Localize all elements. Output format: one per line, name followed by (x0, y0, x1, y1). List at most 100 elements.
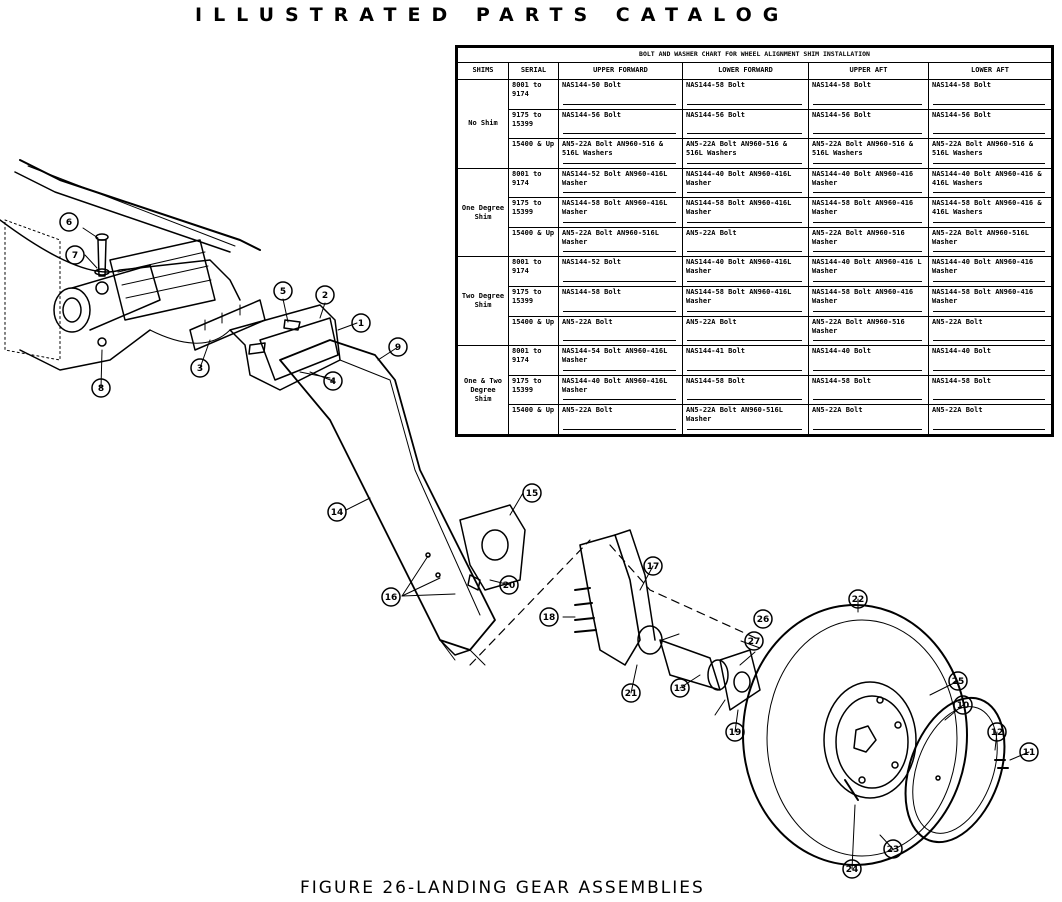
hardware-cell: AN5-22A Bolt (928, 404, 1052, 435)
hardware-cell: AN5-22A Bolt (682, 226, 809, 258)
fuselage-section (0, 159, 261, 371)
callout-8: 8 (98, 384, 104, 394)
callout-21: 21 (625, 689, 638, 699)
shim-cell: Two Degree Shim (457, 256, 509, 347)
hardware-cell: NAS144-58 Bolt AN960-416L Washer (682, 197, 809, 228)
serial-cell: 15400 & Up (508, 226, 559, 258)
hardware-cell: NAS144-56 Bolt (928, 108, 1052, 140)
hardware-cell: NAS144-56 Bolt (682, 108, 809, 140)
hardware-cell: NAS144-58 Bolt AN960-416 & 416L Washers (928, 197, 1052, 228)
hardware-cell: AN5-22A Bolt AN960-516L Washer (558, 226, 683, 258)
hardware-cell: NAS144-40 Bolt AN960-416L Washer (558, 374, 683, 406)
leader-lines (82, 227, 1030, 870)
hardware-cell: AN5-22A Bolt AN960-516 & 516L Washers (928, 138, 1052, 169)
callout-16: 16 (385, 593, 398, 603)
serial-cell: 8001 to 9174 (508, 167, 559, 199)
callout-14: 14 (331, 508, 344, 518)
serial-cell: 9175 to 15399 (508, 197, 559, 228)
hardware-cell: AN5-22A Bolt AN960-516 & 516L Washers (558, 138, 683, 169)
hardware-cell: AN5-22A Bolt AN960-516 & 516L Washers (682, 138, 809, 169)
hardware-cell: NAS144-50 Bolt (558, 79, 683, 110)
callout-18: 18 (543, 613, 556, 623)
callout-1: 1 (358, 319, 364, 329)
shim-cell: No Shim (457, 79, 509, 169)
hardware-cell: AN5-22A Bolt AN960-516L Washer (928, 226, 1052, 258)
hardware-cell: NAS144-40 Bolt AN960-416L Washer (682, 256, 809, 288)
hardware-cell: NAS144-52 Bolt (558, 256, 683, 288)
hardware-cell: NAS144-58 Bolt AN960-416L Washer (682, 286, 809, 317)
callout-9: 9 (395, 343, 401, 353)
lower-strut-axle (574, 529, 761, 711)
hardware-cell: NAS144-40 Bolt AN960-416 Washer (808, 167, 929, 199)
hardware-cell: NAS144-40 Bolt AN960-416 L Washer (808, 256, 929, 288)
serial-cell: 8001 to 9174 (508, 79, 559, 110)
chart-title: BOLT AND WASHER CHART FOR WHEEL ALIGNMEN… (457, 47, 1052, 63)
hardware-cell: NAS144-58 Bolt (928, 79, 1052, 110)
callout-23: 23 (887, 845, 900, 855)
column-header: UPPER FORWARD (558, 62, 683, 80)
serial-cell: 9175 to 15399 (508, 286, 559, 317)
hardware-cell: NAS144-52 Bolt AN960-416L Washer (558, 167, 683, 199)
hardware-cell: NAS144-58 Bolt (808, 79, 929, 110)
page-header: ILLUSTRATED PARTS CATALOG (195, 4, 790, 26)
axle-mount-plate (459, 504, 526, 591)
shim-plates (189, 299, 266, 351)
callout-11: 11 (1023, 748, 1036, 758)
hardware-cell: NAS144-58 Bolt (808, 374, 929, 406)
hardware-cell: NAS144-56 Bolt (558, 108, 683, 140)
hardware-cell: AN5-22A Bolt (928, 315, 1052, 347)
wheel-tire (742, 604, 968, 866)
column-header: LOWER AFT (928, 62, 1052, 80)
table-row: 9175 to 15399 NAS144-58 Bolt AN960-416L W… (458, 197, 1052, 228)
serial-cell: 9175 to 15399 (508, 374, 559, 406)
callout-2: 2 (322, 291, 328, 301)
callout-15: 15 (526, 489, 539, 499)
hardware-cell: NAS144-54 Bolt AN960-416L Washer (558, 345, 683, 376)
hardware-cell: NAS144-58 Bolt (682, 79, 809, 110)
hardware-cell: NAS144-58 Bolt (928, 374, 1052, 406)
hardware-cell: NAS144-40 Bolt AN960-416 Washer (928, 256, 1052, 288)
landing-gear-strut (279, 339, 496, 666)
hardware-cell: AN5-22A Bolt AN960-516 Washer (808, 226, 929, 258)
callout-25: 25 (952, 677, 965, 687)
hardware-cell: NAS144-58 Bolt AN960-416 Washer (928, 286, 1052, 317)
serial-cell: 9175 to 15399 (508, 108, 559, 140)
column-header: UPPER AFT (808, 62, 929, 80)
serial-cell: 8001 to 9174 (508, 345, 559, 376)
callout-10: 10 (957, 701, 970, 711)
callout-27: 27 (748, 637, 761, 647)
bolt-washer-table: BOLT AND WASHER CHART FOR WHEEL ALIGNMEN… (457, 47, 1052, 435)
callout-26: 26 (757, 615, 770, 625)
serial-cell: 15400 & Up (508, 315, 559, 347)
hardware-cell: AN5-22A Bolt (682, 315, 809, 347)
hardware-cell: NAS144-40 Bolt AN960-416 & 416L Washers (928, 167, 1052, 199)
hardware-cell: AN5-22A Bolt (808, 404, 929, 435)
hardware-cell: AN5-22A Bolt AN960-516 Washer (808, 315, 929, 347)
hardware-cell: AN5-22A Bolt (558, 404, 683, 435)
callout-4: 4 (330, 377, 336, 387)
figure-caption: FIGURE 26-LANDING GEAR ASSEMBLIES (300, 878, 705, 898)
serial-cell: 8001 to 9174 (508, 256, 559, 288)
alignment-line (469, 539, 591, 666)
shim-cell: One & Two Degree Shim (457, 345, 509, 435)
hardware-cell: NAS144-40 Bolt (928, 345, 1052, 376)
hardware-cell: NAS144-58 Bolt (682, 374, 809, 406)
callout-12: 12 (991, 728, 1004, 738)
hardware-cell: NAS144-56 Bolt (808, 108, 929, 140)
hardware-cell: NAS144-40 Bolt AN960-416L Washer (682, 167, 809, 199)
serial-cell: 15400 & Up (508, 138, 559, 169)
hardware-cell: AN5-22A Bolt AN960-516 & 516L Washers (808, 138, 929, 169)
hardware-cell: NAS144-58 Bolt (558, 286, 683, 317)
hardware-cell: NAS144-58 Bolt AN960-416 Washer (808, 286, 929, 317)
callout-5: 5 (280, 287, 286, 297)
hardware-cell: NAS144-40 Bolt (808, 345, 929, 376)
callout-19: 19 (729, 728, 742, 738)
